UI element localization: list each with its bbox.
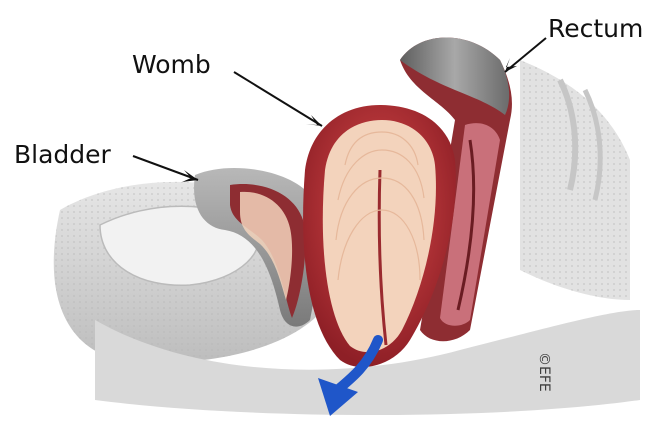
bladder-label: Bladder (14, 142, 111, 167)
womb-label: Womb (132, 52, 211, 77)
rectum-label: Rectum (548, 16, 643, 41)
copyright-mark: ©EFE (536, 352, 552, 392)
